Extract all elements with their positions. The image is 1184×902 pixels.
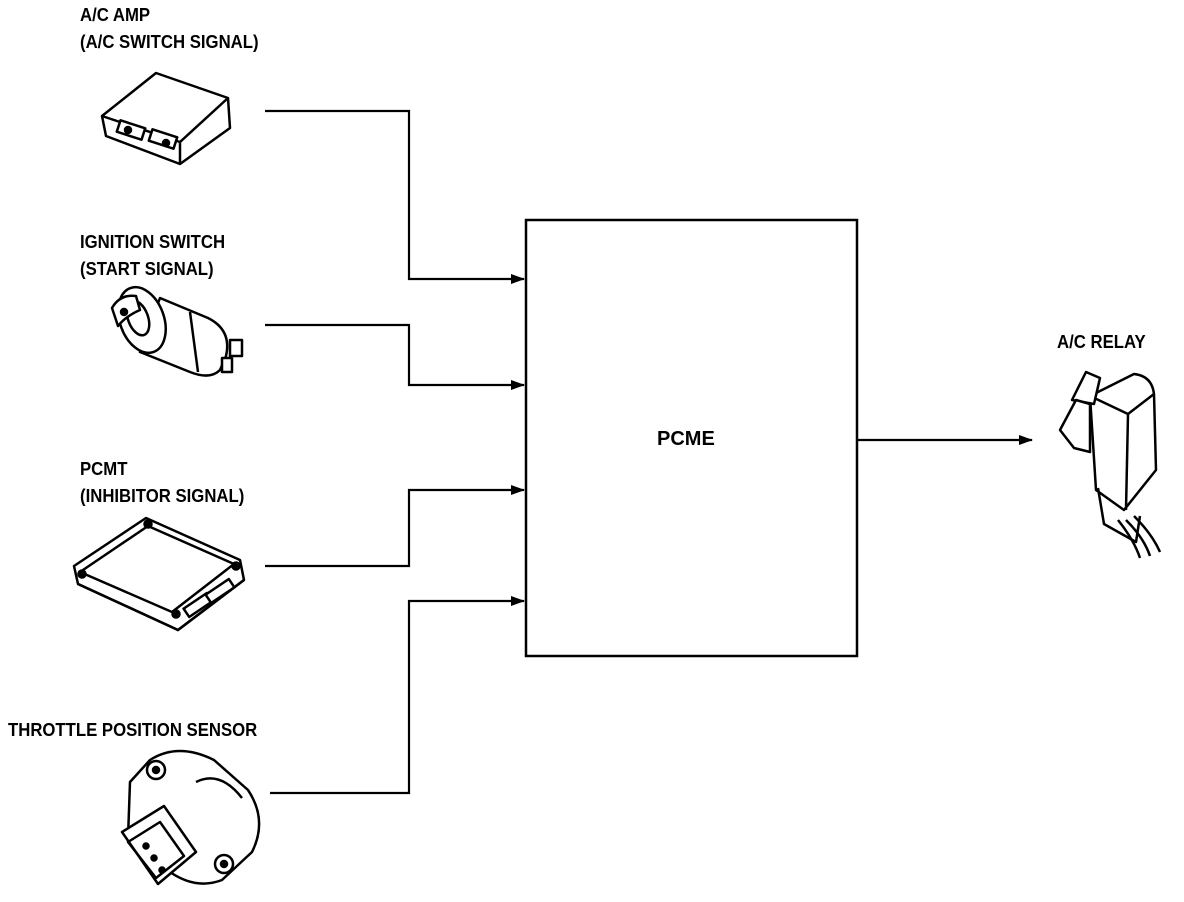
ac-relay-icon xyxy=(1058,370,1162,559)
pcmt-signal: (INHIBITOR SIGNAL) xyxy=(80,486,245,506)
ac-amp-signal: (A/C SWITCH SIGNAL) xyxy=(80,32,259,52)
pcme-box xyxy=(524,218,859,658)
tps-name: THROTTLE POSITION SENSOR xyxy=(8,720,258,740)
ac-amp-wire xyxy=(265,109,525,284)
pcme-label: PCME xyxy=(657,428,715,450)
ignition-switch-icon xyxy=(110,285,244,377)
ignition-switch-name: IGNITION SWITCH xyxy=(80,232,226,252)
ignition-switch-label: IGNITION SWITCH (START SIGNAL) xyxy=(80,229,225,283)
tps-label: THROTTLE POSITION SENSOR xyxy=(8,717,257,744)
pcmt-icon xyxy=(72,516,246,632)
tps-icon xyxy=(120,749,261,886)
pcmt-name: PCMT xyxy=(80,459,128,479)
ignition-switch-wire xyxy=(265,323,525,390)
tps-wire xyxy=(270,596,525,795)
ac-amp-label: A/C AMP (A/C SWITCH SIGNAL) xyxy=(80,2,259,56)
ac-amp-icon xyxy=(100,71,232,166)
pcmt-label: PCMT (INHIBITOR SIGNAL) xyxy=(80,456,244,510)
ac-relay-label: A/C RELAY xyxy=(1057,329,1146,356)
ignition-switch-signal: (START SIGNAL) xyxy=(80,259,214,279)
ac-amp-name: A/C AMP xyxy=(80,5,151,25)
ac-relay-name: A/C RELAY xyxy=(1057,332,1146,352)
pcmt-wire xyxy=(265,485,525,568)
